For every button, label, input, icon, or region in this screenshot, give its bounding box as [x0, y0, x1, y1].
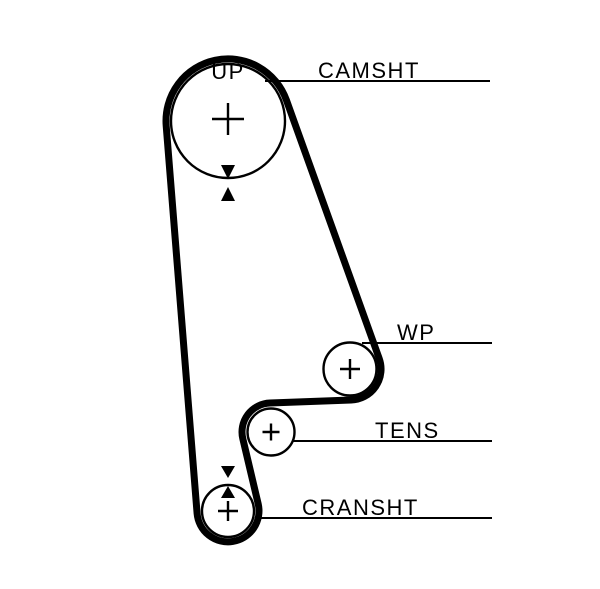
pulley-camshaft: UP: [169, 59, 287, 201]
water-pump-pulley-circle: [322, 341, 378, 397]
callout-camshaft: CAMSHT: [265, 58, 490, 83]
crankshaft-alignment-arrows-icon: [221, 466, 235, 498]
crankshaft-center-cross-icon: [218, 501, 238, 521]
callout-water-pump: WP: [362, 320, 492, 345]
tensioner-pulley-circle: [246, 407, 296, 457]
water-pump-label: WP: [397, 320, 435, 345]
callout-crankshaft: CRANSHT: [256, 495, 492, 520]
water-pump-center-cross-icon: [340, 359, 360, 379]
up-label: UP: [211, 59, 245, 84]
tensioner-center-cross-icon: [262, 423, 280, 441]
callout-tensioner: TENS: [293, 418, 492, 443]
crankshaft-label: CRANSHT: [302, 495, 419, 520]
timing-belt: [162, 55, 385, 546]
pulley-water-pump: [322, 341, 378, 397]
camshaft-alignment-arrows-icon: [221, 165, 235, 201]
pulley-tensioner: [246, 407, 296, 457]
pulley-crankshaft: [200, 466, 256, 539]
crankshaft-pulley-circle: [200, 483, 256, 539]
tensioner-label: TENS: [375, 418, 440, 443]
camshaft-label: CAMSHT: [318, 58, 420, 83]
camshaft-center-cross-icon: [212, 103, 244, 135]
